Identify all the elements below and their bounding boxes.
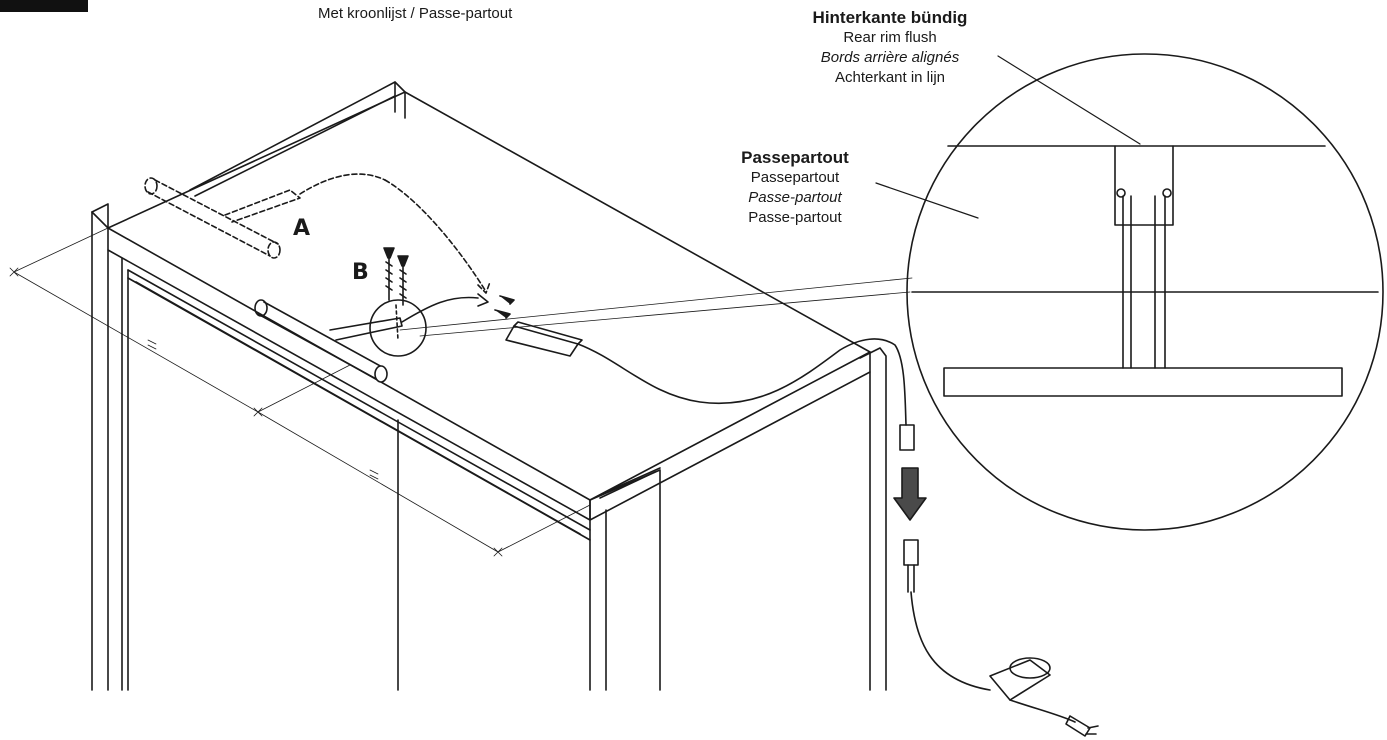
left-side-panel bbox=[91, 203, 123, 691]
power-adapter bbox=[903, 539, 1099, 737]
passepartout-fr: Passe-partout bbox=[748, 189, 842, 206]
flush-nl: Achterkant in lijn bbox=[834, 69, 946, 86]
screws-b bbox=[383, 247, 409, 341]
label-a: A bbox=[293, 216, 311, 241]
passepartout-en: Passepartout bbox=[750, 169, 840, 186]
driver-box bbox=[494, 295, 915, 451]
corner-tab bbox=[0, 0, 88, 12]
flush-title: Hinterkante bündig bbox=[812, 8, 968, 27]
dimension-lines bbox=[9, 227, 591, 557]
detail-circle bbox=[906, 53, 1384, 531]
flush-en: Rear rim flush bbox=[843, 29, 937, 46]
passepartout-frame bbox=[127, 269, 591, 691]
flush-fr: Bords arrière alignés bbox=[820, 49, 960, 66]
right-side-panel bbox=[589, 467, 661, 691]
passepartout-callout: Passepartout Passepartout Passe-partout … bbox=[712, 148, 878, 228]
label-b: B bbox=[352, 260, 369, 285]
flush-callout: Hinterkante bündig Rear rim flush Bords … bbox=[775, 8, 1005, 88]
header-subtitle: Met kroonlijst / Passe-partout bbox=[318, 5, 513, 22]
passepartout-nl: Passe-partout bbox=[748, 209, 842, 226]
passepartout-title: Passepartout bbox=[741, 148, 849, 167]
rear-right-panel bbox=[859, 347, 887, 691]
leader-lines bbox=[399, 55, 1141, 337]
lamp-b bbox=[254, 293, 489, 383]
down-arrow bbox=[893, 467, 927, 521]
lamp-a bbox=[144, 173, 491, 294]
